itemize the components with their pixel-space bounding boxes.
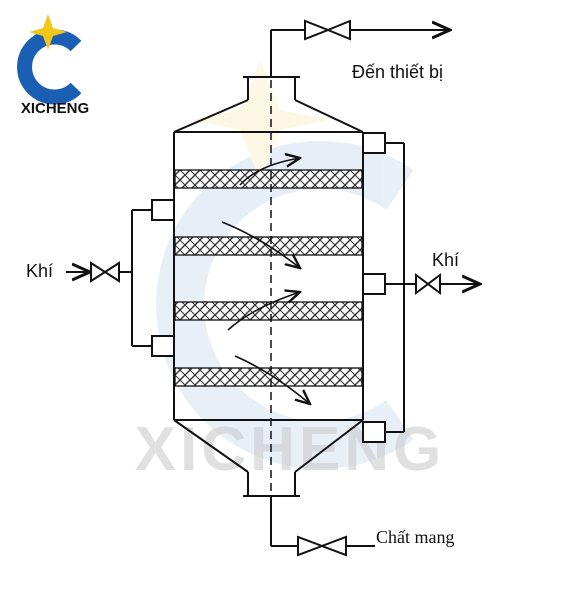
flow-arrow xyxy=(239,158,300,186)
top-outlet-pipe xyxy=(270,30,450,77)
nozzle-right xyxy=(362,132,386,154)
flow-arrow xyxy=(221,221,300,268)
label-carrier: Chất mang xyxy=(376,527,455,547)
label-to-equipment: Đến thiết bị xyxy=(352,62,443,82)
label-gas-out: Khí xyxy=(432,250,459,270)
flow-arrow xyxy=(234,355,310,404)
packing-layer xyxy=(174,301,363,321)
valve-left-icon xyxy=(90,261,120,283)
flow-arrow xyxy=(227,292,300,331)
bottom-carrier-pipe xyxy=(270,496,375,547)
packing-layer xyxy=(174,169,363,189)
valve-right-icon xyxy=(415,273,441,295)
right-outlet-pipe xyxy=(385,142,480,433)
brand-name: XICHENG xyxy=(21,100,89,117)
left-inlet-pipe xyxy=(66,209,152,347)
nozzle-right xyxy=(362,273,386,295)
left-nozzles xyxy=(151,199,175,357)
watermark-text: XICHENG xyxy=(135,415,445,484)
flow-arrows xyxy=(221,158,310,404)
valve-bottom-icon xyxy=(297,535,347,557)
nozzle-left xyxy=(151,199,175,221)
packing-layer xyxy=(174,367,363,387)
valve-top-icon xyxy=(304,19,351,41)
brand-logo-icon xyxy=(17,14,82,105)
nozzle-right xyxy=(362,421,386,443)
label-gas-in: Khí xyxy=(26,261,53,281)
nozzle-left xyxy=(151,335,175,357)
